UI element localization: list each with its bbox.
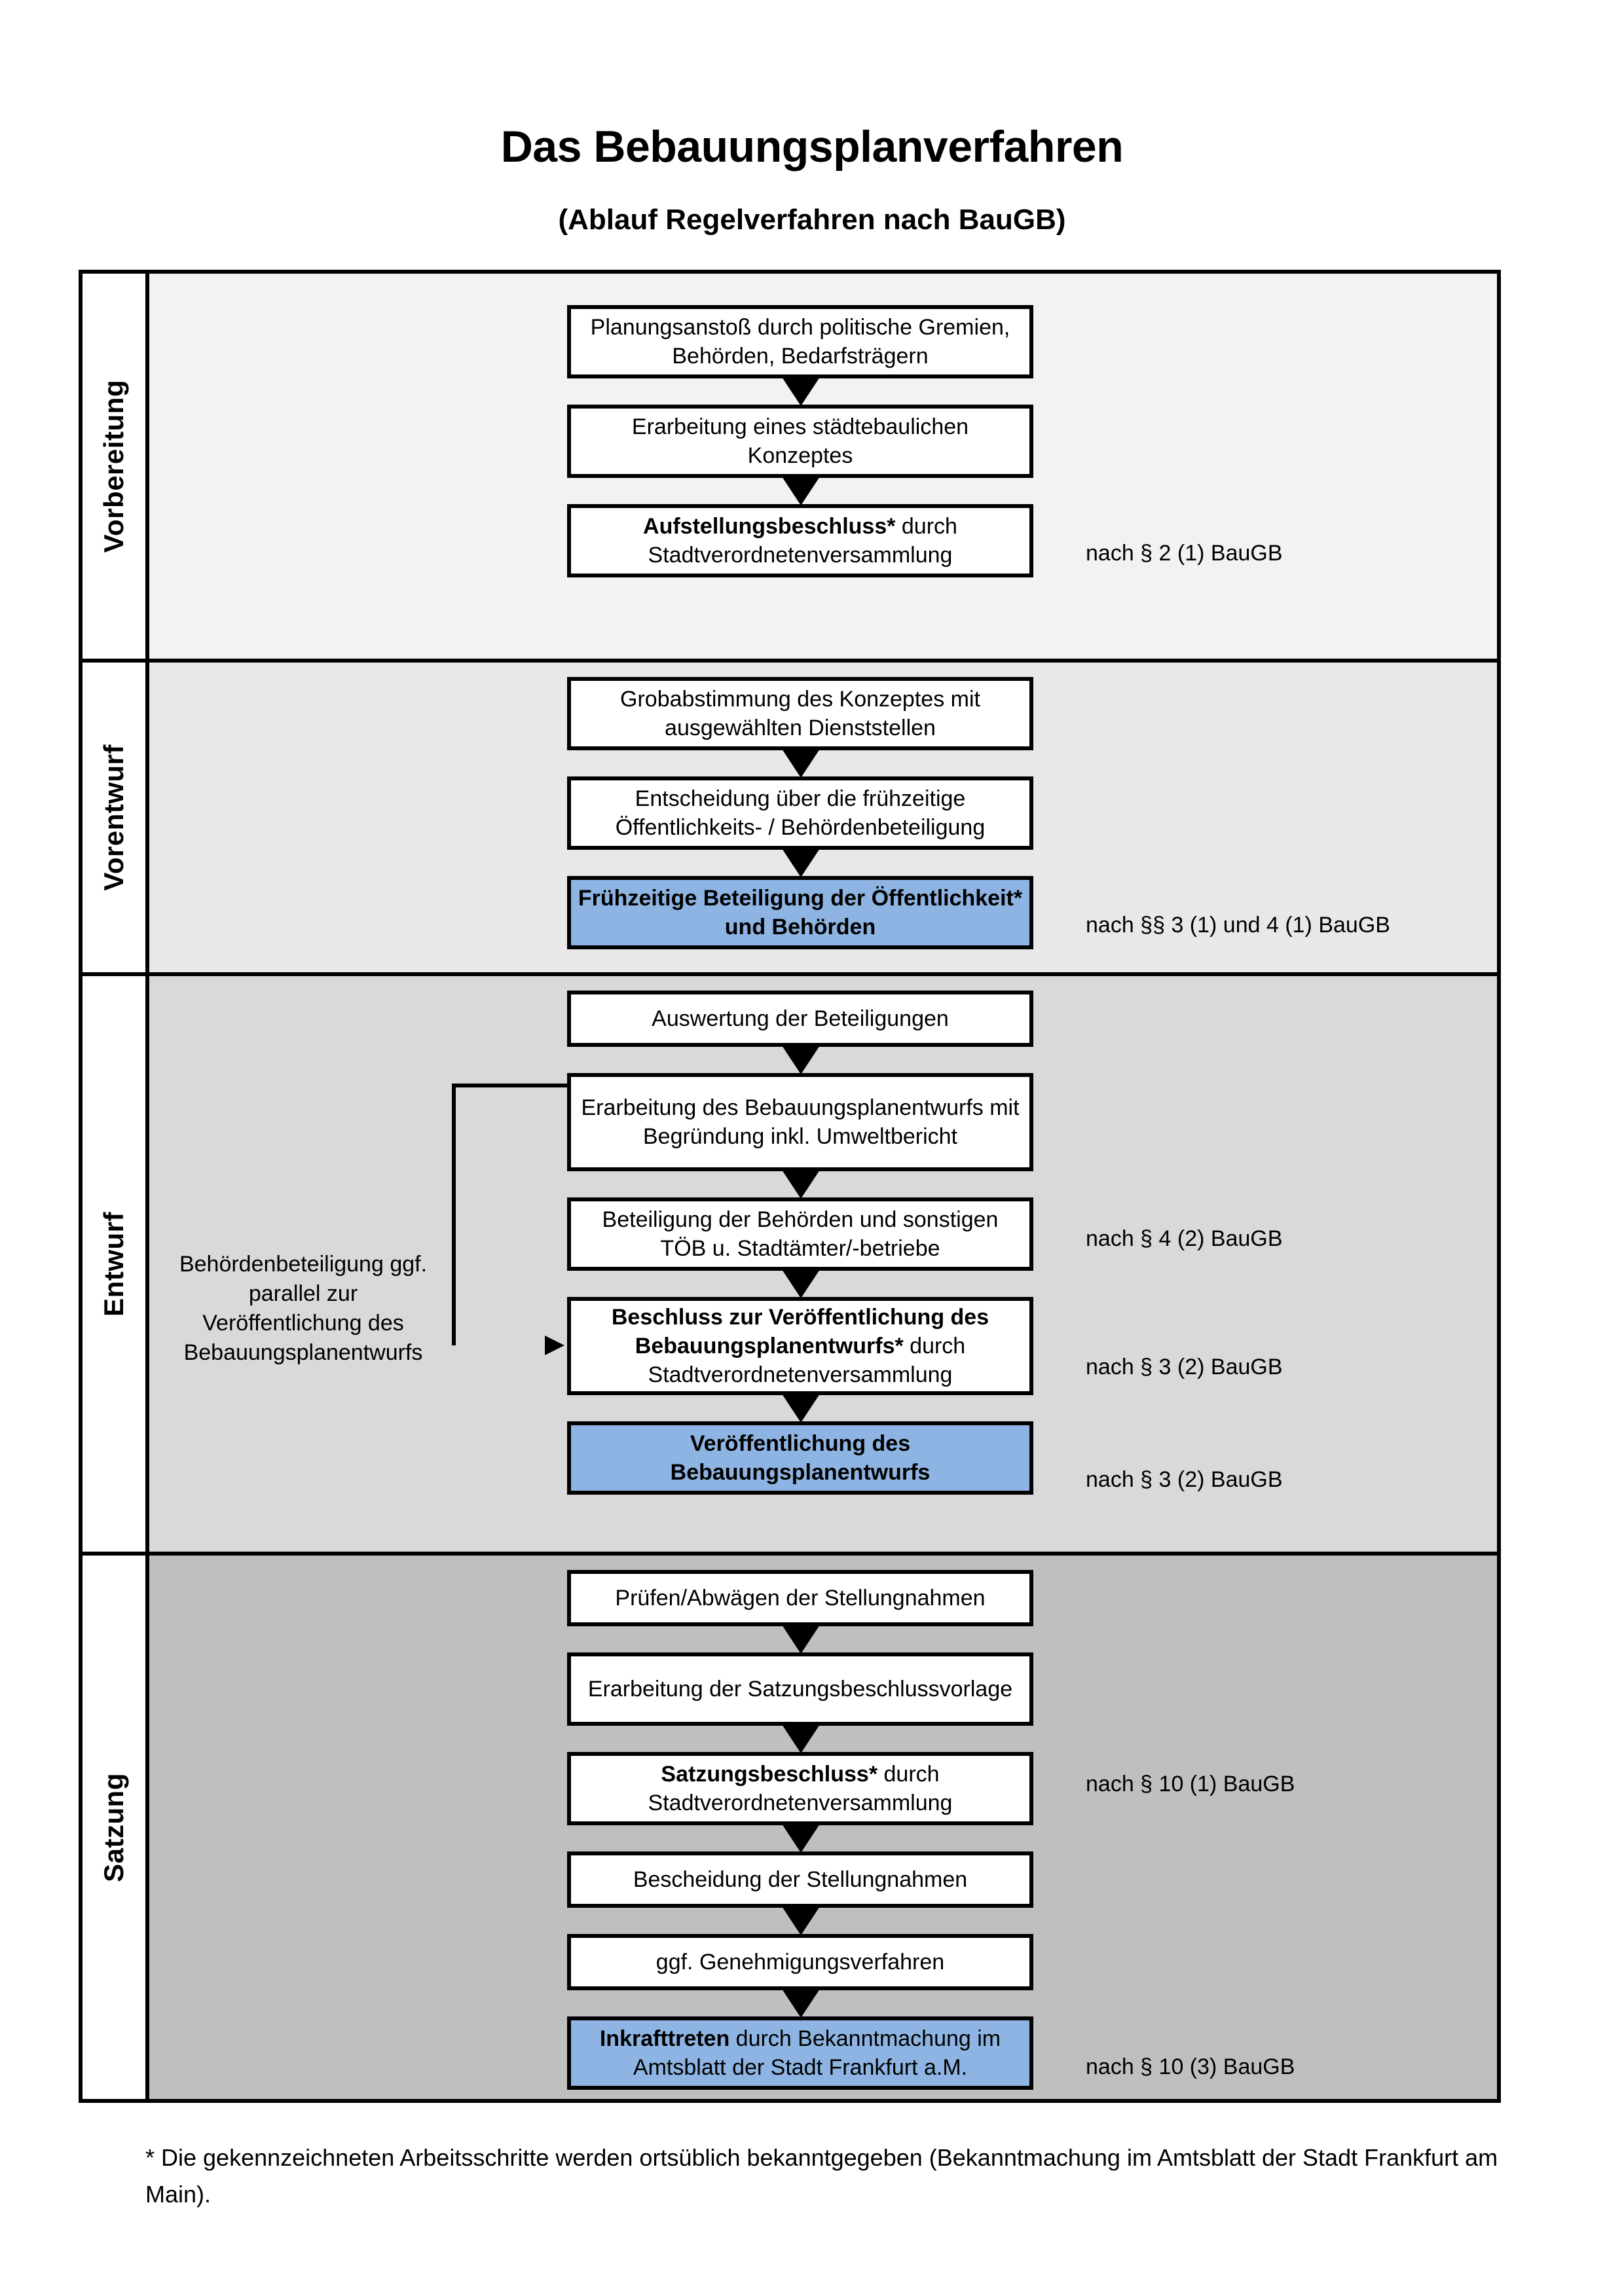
down-arrow-icon <box>782 1989 820 2018</box>
section-label-entwurf: Entwurf <box>83 976 149 1552</box>
section-label-text: Vorentwurf <box>98 744 129 891</box>
page-header: Das Bebauungsplanverfahren (Ablauf Regel… <box>0 0 1624 236</box>
flow-box-bold: Inkrafttreten <box>599 2026 730 2051</box>
down-arrow-icon <box>782 1170 820 1199</box>
legal-reference: nach § 3 (2) BauGB <box>1086 1355 1283 1379</box>
flow-box-highlight[interactable]: Veröffentlichung des Bebauungsplanentwur… <box>567 1421 1033 1495</box>
flow-box-text: Inkrafttreten durch Bekanntmachung im Am… <box>578 2024 1023 2082</box>
flow-box-text: Erarbeitung des Bebauungsplanentwurfs mi… <box>581 1095 1020 1149</box>
legal-reference: nach § 10 (3) BauGB <box>1086 2054 1295 2079</box>
flow-box[interactable]: Auswertung der Beteiligungen <box>567 991 1033 1047</box>
flow-box[interactable]: Prüfen/Abwägen der Stellungnahmen <box>567 1570 1033 1626</box>
page-title: Das Bebauungsplanverfahren <box>500 122 1124 172</box>
flow-box-rest: durch Bekanntmachung im Amtsblatt der St… <box>633 2026 1001 2080</box>
flow-box-text: Beteiligung der Behörden und sonstigen T… <box>602 1207 999 1261</box>
flow-box-text: Frühzeitige Beteiligung der Öffentlichke… <box>578 885 1023 939</box>
flow-box-rest: durch Stadtverordnetenversammlung <box>648 1761 953 1815</box>
flow-box-text: Erarbeitung eines städtebaulichen Konzep… <box>631 414 969 468</box>
page-subtitle: (Ablauf Regelverfahren nach BauGB) <box>558 204 1066 236</box>
down-arrow-icon <box>782 477 820 505</box>
section-pane-vorentwurf: Grobabstimmung des Konzeptes mit ausgewä… <box>149 663 1497 972</box>
flow-box[interactable]: ggf. Genehmigungsverfahren <box>567 1934 1033 1990</box>
flow-box-text: Bescheidung der Stellungnahmen <box>633 1867 968 1892</box>
down-arrow-icon <box>782 1046 820 1074</box>
legal-reference: nach § 3 (2) BauGB <box>1086 1467 1283 1492</box>
flow-box[interactable]: Bescheidung der Stellungnahmen <box>567 1851 1033 1908</box>
down-arrow-icon <box>782 1269 820 1298</box>
down-arrow-icon <box>782 1824 820 1853</box>
section-vorbereitung: Vorbereitung Planungsanstoß durch politi… <box>83 274 1497 659</box>
flow-box[interactable]: Entscheidung über die frühzeitige Öffent… <box>567 776 1033 850</box>
flow-box-text: Veröffentlichung des Bebauungsplanentwur… <box>670 1430 931 1485</box>
section-satzung: Satzung Prüfen/Abwägen der Stellungnahme… <box>83 1552 1497 2099</box>
legal-reference: nach § 4 (2) BauGB <box>1086 1226 1283 1251</box>
flow-box[interactable]: Beteiligung der Behörden und sonstigen T… <box>567 1197 1033 1271</box>
down-arrow-icon <box>782 749 820 778</box>
down-arrow-icon <box>782 377 820 406</box>
section-pane-entwurf: Behördenbeteiligung ggf. parallel zur Ve… <box>149 976 1497 1552</box>
flow-box[interactable]: Planungsanstoß durch politische Gremien,… <box>567 305 1033 378</box>
flow-box-text: Beschluss zur Veröffentlichung des Bebau… <box>578 1303 1023 1390</box>
section-label-vorbereitung: Vorbereitung <box>83 274 149 659</box>
legal-reference: nach § 10 (1) BauGB <box>1086 1772 1295 1796</box>
down-arrow-icon <box>782 1394 820 1423</box>
down-arrow-icon <box>782 1906 820 1935</box>
section-entwurf: Entwurf Behördenbeteiligung ggf. paralle… <box>83 972 1497 1552</box>
side-annotation: Behördenbeteiligung ggf. parallel zur Ve… <box>179 1252 428 1365</box>
down-arrow-icon <box>782 1724 820 1753</box>
flow-box-text: Erarbeitung der Satzungsbeschlussvorlage <box>587 1676 1013 1702</box>
section-label-satzung: Satzung <box>83 1556 149 2099</box>
flow-box-text: Satzungsbeschluss* durch Stadtverordnete… <box>578 1760 1023 1817</box>
section-pane-vorbereitung: Planungsanstoß durch politische Gremien,… <box>149 274 1497 659</box>
flow-box-text: Aufstellungsbeschluss* durch Stadtverord… <box>578 512 1023 570</box>
section-label-vorentwurf: Vorentwurf <box>83 663 149 972</box>
flow-box-rest: durch Stadtverordnetenversammlung <box>648 513 957 568</box>
flow-box-highlight[interactable]: Frühzeitige Beteiligung der Öffentlichke… <box>567 876 1033 949</box>
flow-box-highlight[interactable]: Inkrafttreten durch Bekanntmachung im Am… <box>567 2016 1033 2090</box>
bracket-connector <box>452 1084 568 1345</box>
section-label-text: Entwurf <box>98 1211 129 1317</box>
footnote: * Die gekennzeichneten Arbeitsschritte w… <box>145 2144 1498 2208</box>
flow-box-bold: Satzungsbeschluss* <box>661 1761 878 1787</box>
down-arrow-icon <box>782 1625 820 1654</box>
flow-box[interactable]: Erarbeitung eines städtebaulichen Konzep… <box>567 405 1033 478</box>
section-label-text: Vorbereitung <box>98 379 129 553</box>
flow-box-text: Grobabstimmung des Konzeptes mit ausgewä… <box>620 686 980 740</box>
section-vorentwurf: Vorentwurf Grobabstimmung des Konzeptes … <box>83 659 1497 972</box>
flow-box-bold: Aufstellungsbeschluss* <box>643 513 896 539</box>
flow-box[interactable]: Erarbeitung der Satzungsbeschlussvorlage <box>567 1652 1033 1726</box>
flow-box[interactable]: Aufstellungsbeschluss* durch Stadtverord… <box>567 504 1033 577</box>
flow-box-rest: durch Stadtverordnetenversammlung <box>648 1333 966 1388</box>
flow-box[interactable]: Satzungsbeschluss* durch Stadtverordnete… <box>567 1752 1033 1825</box>
flow-box-text: Auswertung der Beteiligungen <box>652 1006 949 1031</box>
section-label-text: Satzung <box>98 1772 129 1882</box>
legal-reference: nach § 2 (1) BauGB <box>1086 541 1283 566</box>
legal-reference: nach §§ 3 (1) und 4 (1) BauGB <box>1086 913 1390 938</box>
flow-box-bold: Beschluss zur Veröffentlichung des Bebau… <box>611 1304 989 1358</box>
flow-box[interactable]: Beschluss zur Veröffentlichung des Bebau… <box>567 1297 1033 1395</box>
down-arrow-icon <box>782 848 820 877</box>
section-pane-satzung: Prüfen/Abwägen der Stellungnahmen Erarbe… <box>149 1556 1497 2099</box>
flow-box-text: Planungsanstoß durch politische Gremien,… <box>590 314 1010 369</box>
flowchart-frame: Vorbereitung Planungsanstoß durch politi… <box>79 270 1501 2103</box>
flow-box[interactable]: Grobabstimmung des Konzeptes mit ausgewä… <box>567 677 1033 750</box>
flow-box-text: ggf. Genehmigungsverfahren <box>655 1949 945 1975</box>
flow-box[interactable]: Erarbeitung des Bebauungsplanentwurfs mi… <box>567 1073 1033 1171</box>
flow-box-text: Prüfen/Abwägen der Stellungnahmen <box>615 1585 986 1611</box>
flow-box-text: Entscheidung über die frühzeitige Öffent… <box>615 786 986 840</box>
